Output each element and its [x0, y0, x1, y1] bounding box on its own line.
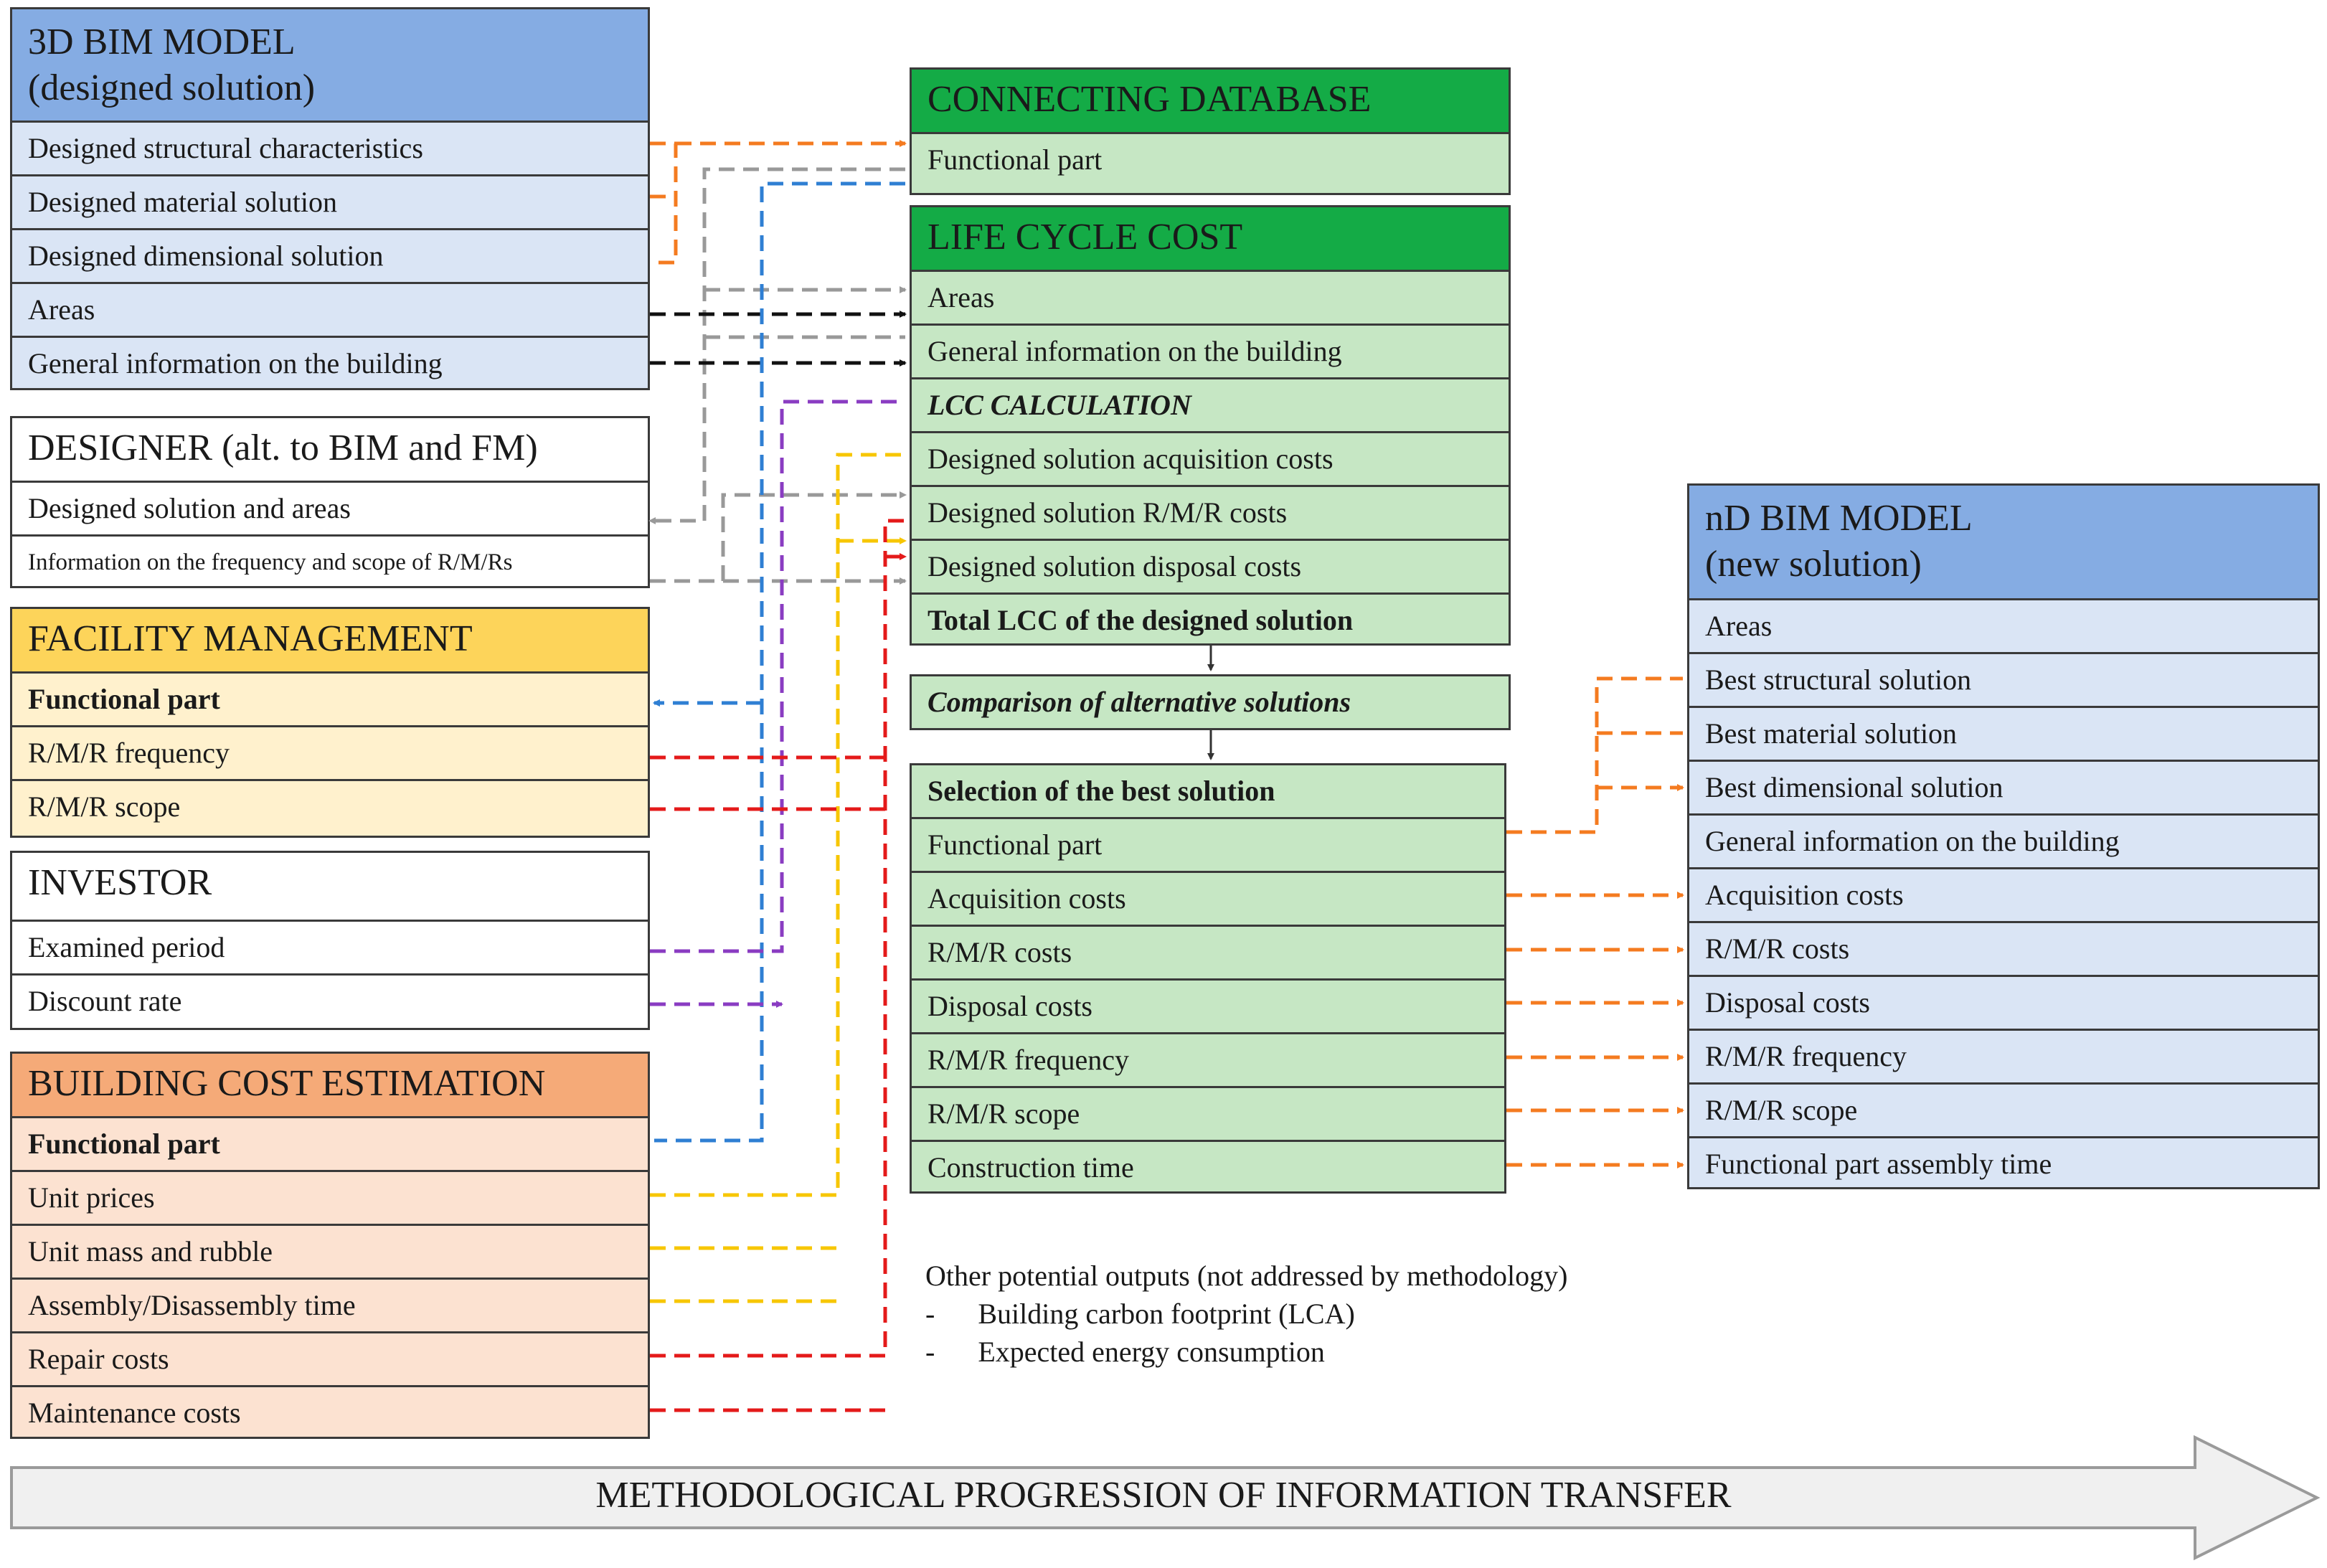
fm-row-frequency: R/M/R frequency — [12, 727, 648, 781]
ndbim-row-material: Best material solution — [1689, 708, 2318, 762]
progression-arrow — [10, 1435, 2321, 1561]
selection-row-scope: R/M/R scope — [912, 1088, 1504, 1142]
designer-box: DESIGNER (alt. to BIM and FM) Designed s… — [10, 416, 650, 588]
other-outputs-item-energy: - Expected energy consumption — [925, 1336, 1325, 1368]
bce-row-repair: Repair costs — [12, 1333, 648, 1387]
bim3d-header: 3D BIM MODEL (designed solution) — [12, 9, 648, 123]
investor-row-period: Examined period — [12, 922, 648, 976]
comparison-box: Comparison of alternative solutions — [910, 674, 1511, 730]
connector-bim-to-cdb — [650, 143, 905, 265]
selection-box: Selection of the best solution Functiona… — [910, 763, 1506, 1194]
ndbim-row-acquisition: Acquisition costs — [1689, 869, 2318, 923]
bim3d-row-material: Designed material solution — [12, 176, 648, 230]
lcc-row-calculation: LCC CALCULATION — [912, 379, 1509, 433]
cdb-header: CONNECTING DATABASE — [912, 70, 1509, 134]
lcc-row-disposal: Designed solution disposal costs — [912, 541, 1509, 595]
lcc-header: LIFE CYCLE COST — [912, 207, 1509, 272]
ndbim-row-dimensional: Best dimensional solution — [1689, 762, 2318, 816]
ndbim-row-scope: R/M/R scope — [1689, 1085, 2318, 1138]
ndbim-row-disposal: Disposal costs — [1689, 977, 2318, 1031]
lcc-row-total: Total LCC of the designed solution — [928, 604, 1354, 636]
designer-header: DESIGNER (alt. to BIM and FM) — [12, 418, 648, 483]
designer-row-frequency: Information on the frequency and scope o… — [28, 549, 513, 575]
cdb-row-functional: Functional part — [928, 143, 1103, 176]
connector-gray-rmr — [721, 491, 907, 581]
connector-sel-best — [1506, 676, 1683, 834]
fm-row-scope: R/M/R scope — [28, 790, 181, 823]
investor-row-discount: Discount rate — [28, 985, 182, 1017]
selection-row-functional: Functional part — [912, 819, 1504, 873]
connector-purple — [650, 400, 905, 1004]
bce-box: BUILDING COST ESTIMATION Functional part… — [10, 1052, 650, 1439]
bce-row-maintenance: Maintenance costs — [28, 1397, 241, 1429]
ndbim-row-structural: Best structural solution — [1689, 654, 2318, 708]
bce-row-unit-mass: Unit mass and rubble — [12, 1226, 648, 1280]
connector-blue — [654, 181, 905, 1143]
bim3d-box: 3D BIM MODEL (designed solution) Designe… — [10, 7, 650, 390]
ndbim-box: nD BIM MODEL (new solution) Areas Best s… — [1687, 483, 2320, 1189]
ndbim-row-general: General information on the building — [1689, 816, 2318, 869]
selection-row-rmr-costs: R/M/R costs — [912, 927, 1504, 981]
bce-row-functional: Functional part — [12, 1118, 648, 1172]
ndbim-row-areas: Areas — [1689, 600, 2318, 654]
other-outputs-heading: Other potential outputs (not addressed b… — [925, 1260, 1568, 1292]
progression-label: METHODOLOGICAL PROGRESSION OF INFORMATIO… — [595, 1475, 1732, 1516]
lcc-box: LIFE CYCLE COST Areas General informatio… — [910, 205, 1511, 646]
selection-row-disposal: Disposal costs — [912, 981, 1504, 1034]
bce-row-unit-prices: Unit prices — [12, 1172, 648, 1226]
connector-red — [650, 519, 905, 1412]
bim3d-row-structural: Designed structural characteristics — [12, 123, 648, 176]
ndbim-row-rmr-costs: R/M/R costs — [1689, 923, 2318, 977]
selection-row-construction: Construction time — [928, 1151, 1134, 1184]
fm-box: FACILITY MANAGEMENT Functional part R/M/… — [10, 607, 650, 838]
bce-header: BUILDING COST ESTIMATION — [12, 1054, 648, 1118]
other-outputs-item-lca: - Building carbon footprint (LCA) — [925, 1298, 1355, 1330]
bim3d-row-general: General information on the building — [28, 347, 443, 379]
bim3d-row-areas: Areas — [12, 284, 648, 338]
comparison-label: Comparison of alternative solutions — [928, 686, 1351, 718]
ndbim-row-frequency: R/M/R frequency — [1689, 1031, 2318, 1085]
fm-row-functional: Functional part — [12, 674, 648, 727]
selection-row-acquisition: Acquisition costs — [912, 873, 1504, 927]
designer-row-solution: Designed solution and areas — [12, 483, 648, 537]
other-outputs-note: Other potential outputs (not addressed b… — [925, 1257, 1567, 1371]
lcc-row-acquisition: Designed solution acquisition costs — [912, 433, 1509, 487]
investor-header: INVESTOR — [12, 853, 648, 922]
bim3d-row-dimensional: Designed dimensional solution — [12, 230, 648, 284]
ndbim-row-assembly: Functional part assembly time — [1705, 1148, 2052, 1180]
ndbim-header: nD BIM MODEL (new solution) — [1689, 486, 2318, 600]
selection-row-title: Selection of the best solution — [912, 765, 1504, 819]
selection-row-frequency: R/M/R frequency — [912, 1034, 1504, 1088]
connector-gray-cdb — [648, 167, 905, 524]
bce-row-assembly: Assembly/Disassembly time — [12, 1280, 648, 1333]
cdb-box: CONNECTING DATABASE Functional part — [910, 67, 1511, 195]
lcc-row-areas: Areas — [912, 272, 1509, 326]
lcc-row-rmr: Designed solution R/M/R costs — [912, 487, 1509, 541]
investor-box: INVESTOR Examined period Discount rate — [10, 851, 650, 1030]
lcc-row-general: General information on the building — [912, 326, 1509, 379]
fm-header: FACILITY MANAGEMENT — [12, 609, 648, 674]
